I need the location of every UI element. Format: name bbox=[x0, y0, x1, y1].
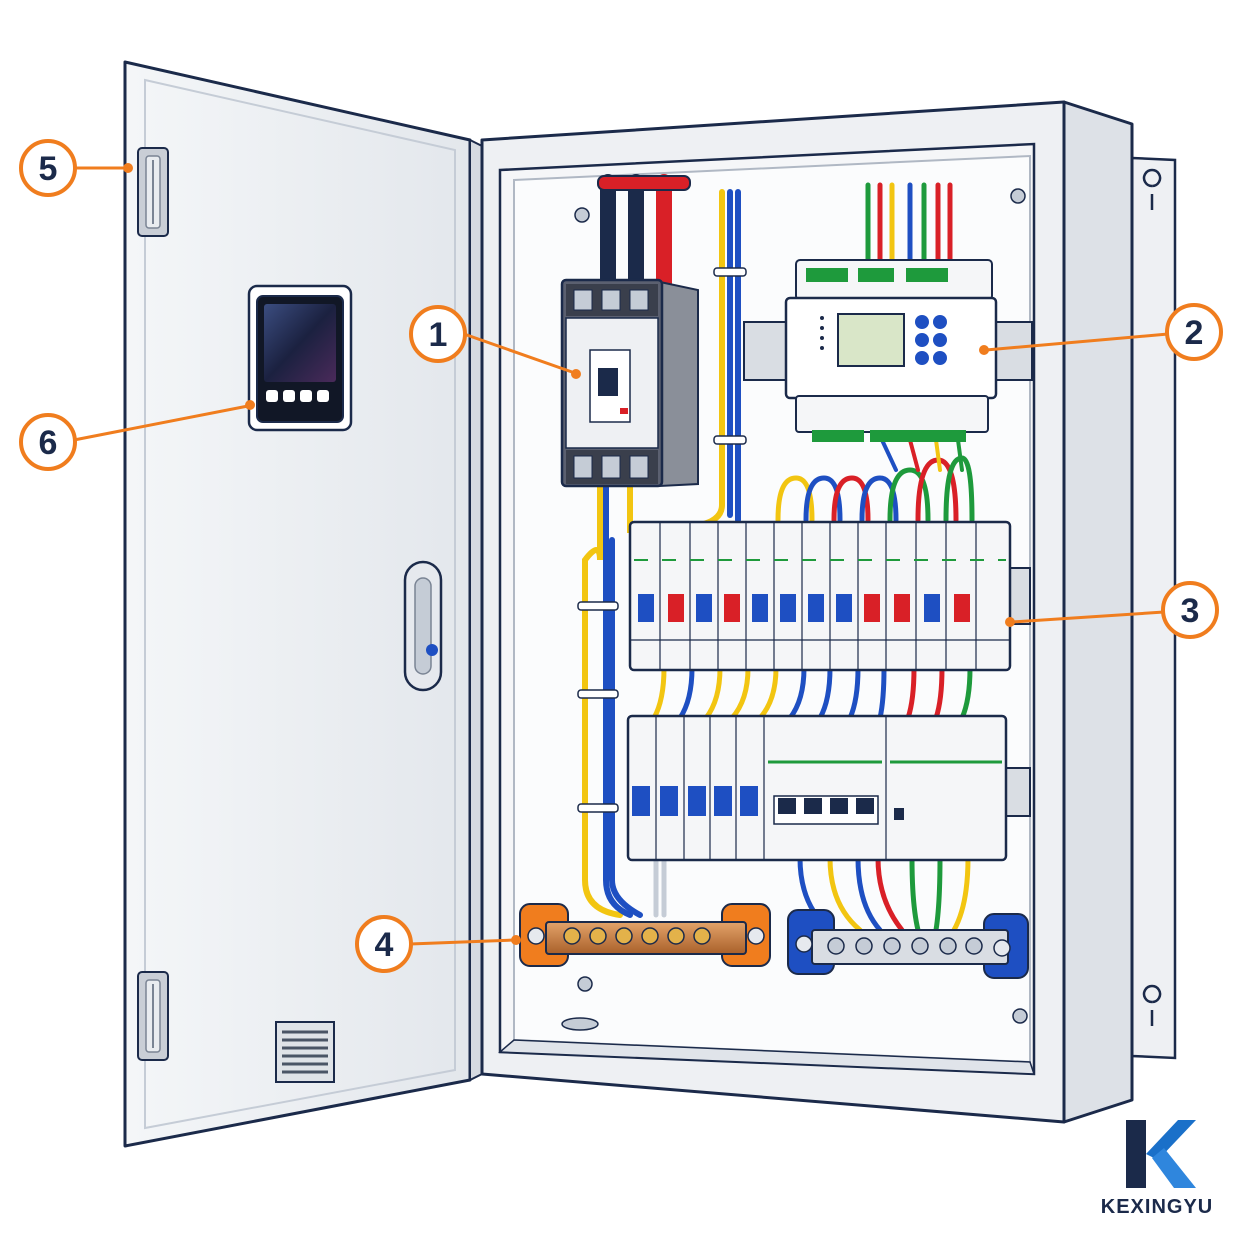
callout-3: 3 bbox=[1005, 581, 1219, 639]
main-circuit-breaker bbox=[560, 278, 699, 488]
callout-3-label: 3 bbox=[1181, 592, 1200, 630]
callout-2-label: 2 bbox=[1185, 314, 1204, 352]
smart-controller-module bbox=[784, 259, 998, 442]
callout-2: 2 bbox=[979, 303, 1223, 361]
door-lock-handle[interactable] bbox=[403, 560, 443, 692]
callout-5: 5 bbox=[19, 139, 133, 197]
brand-logo-icon bbox=[1126, 1120, 1196, 1188]
cabinet-door bbox=[123, 60, 483, 1148]
mcb-row-upper bbox=[628, 520, 1012, 672]
brand-name: KEXINGYU bbox=[1100, 1196, 1214, 1218]
wiring bbox=[582, 174, 975, 933]
door-hinge-bottom bbox=[137, 971, 169, 1061]
cable-ties bbox=[577, 267, 747, 813]
callout-1-label: 1 bbox=[429, 316, 448, 354]
callout-5-label: 5 bbox=[39, 150, 58, 188]
mcb-row-lower bbox=[626, 714, 1008, 862]
door-hinge-top bbox=[137, 147, 169, 237]
door-power-meter bbox=[247, 284, 353, 432]
neutral-busbar bbox=[787, 909, 1029, 979]
callout-6-label: 6 bbox=[39, 424, 58, 462]
earth-busbar bbox=[519, 903, 771, 967]
callout-6: 6 bbox=[19, 400, 255, 471]
callout-4-label: 4 bbox=[375, 926, 394, 964]
callout-4: 4 bbox=[355, 915, 521, 973]
callout-1: 1 bbox=[409, 305, 581, 379]
door-vent bbox=[275, 1021, 335, 1083]
